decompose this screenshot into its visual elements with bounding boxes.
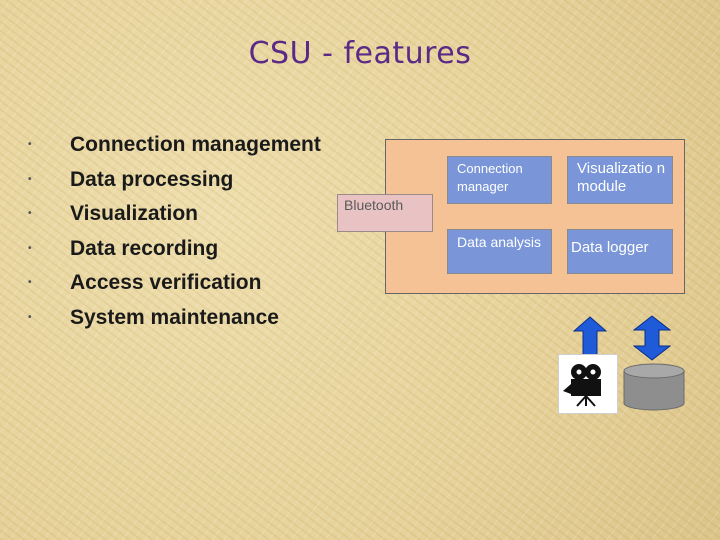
list-item: • Access verification xyxy=(22,268,382,297)
visualization-module-box: Visualizatio n module xyxy=(567,156,673,204)
bullet-icon: • xyxy=(28,173,32,185)
bullet-text: Visualization xyxy=(70,202,198,225)
bullet-text: Data processing xyxy=(70,167,234,191)
list-item: • Data recording xyxy=(22,234,382,263)
bullet-icon: • xyxy=(28,208,32,219)
bullet-icon: • xyxy=(28,277,32,288)
module-label: Visualizatio n module xyxy=(577,160,666,195)
data-logger-box: Data logger xyxy=(567,229,673,274)
data-analysis-box: Data analysis xyxy=(447,229,552,274)
bullet-text: System maintenance xyxy=(70,305,279,329)
bullet-text: Connection management xyxy=(70,133,321,156)
up-arrow-icon xyxy=(573,316,607,356)
slide-title: CSU - features xyxy=(248,36,472,71)
bluetooth-label: Bluetooth xyxy=(344,197,404,213)
feature-list: • Connection management • Data processin… xyxy=(22,130,382,337)
bullet-text: Access verification xyxy=(70,271,262,294)
bullet-icon: • xyxy=(28,311,32,323)
bullet-text: Data recording xyxy=(70,236,219,260)
list-item: • Connection management xyxy=(22,130,382,159)
bullet-icon: • xyxy=(28,242,32,254)
database-icon xyxy=(623,363,685,411)
list-item: • Data processing xyxy=(22,165,382,194)
bluetooth-box: Bluetooth xyxy=(337,194,433,232)
list-item: • Visualization xyxy=(22,199,382,228)
double-arrow-icon xyxy=(633,315,671,361)
module-label: Data analysis xyxy=(457,234,542,250)
camera-icon xyxy=(563,364,601,407)
camera-image xyxy=(558,354,618,414)
module-label: Data logger xyxy=(571,239,649,256)
list-item: • System maintenance xyxy=(22,303,382,332)
connection-manager-box: Connection manager xyxy=(447,156,552,204)
bullet-icon: • xyxy=(28,139,32,150)
module-label: Connection manager xyxy=(457,161,523,194)
